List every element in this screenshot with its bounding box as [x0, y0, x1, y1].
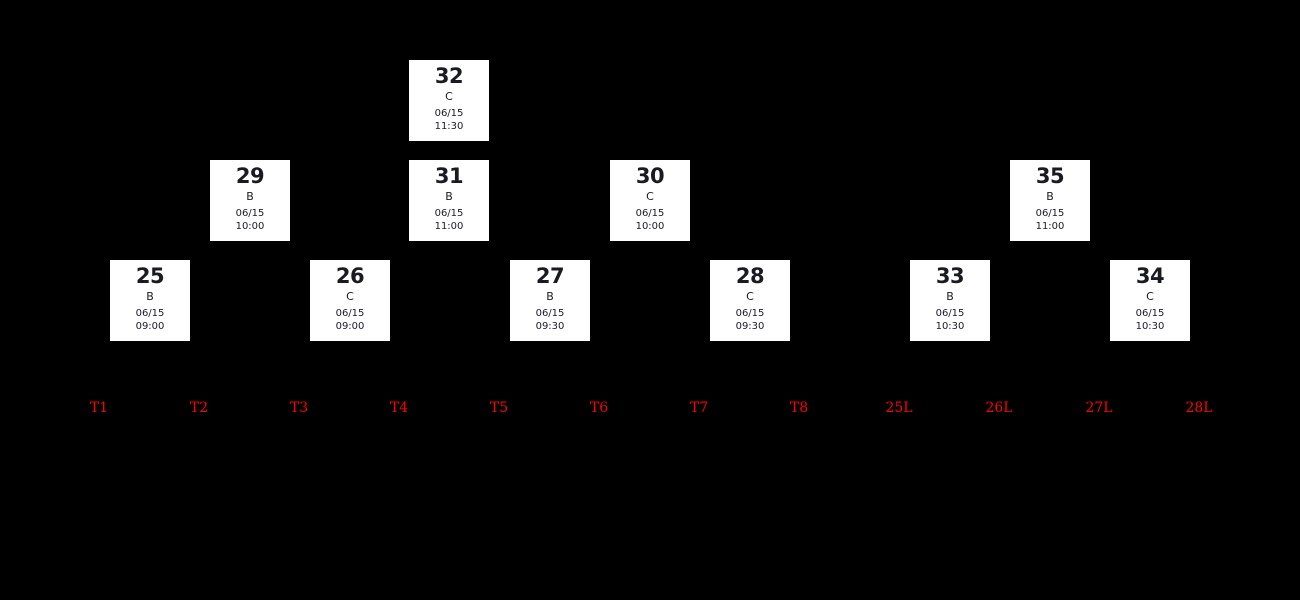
job-resource: B: [445, 190, 453, 203]
axis-tick-label: T3: [289, 400, 309, 416]
job-resource: B: [146, 290, 154, 303]
job-resource: B: [946, 290, 954, 303]
job-resource: B: [1046, 190, 1054, 203]
axis-tick-label: T5: [489, 400, 509, 416]
job-id: 34: [1135, 264, 1165, 288]
job-resource: C: [346, 290, 354, 303]
job-id: 35: [1035, 164, 1065, 188]
job-id: 32: [434, 64, 464, 88]
axis-tick-label: T1: [89, 400, 109, 416]
job-id: 29: [235, 164, 265, 188]
job-id: 26: [335, 264, 365, 288]
axis-tick-label: T7: [689, 400, 709, 416]
job-resource: B: [546, 290, 554, 303]
job-date: 06/15: [735, 308, 765, 319]
job-time: 10:30: [1135, 321, 1165, 332]
axis-tick-label: 28L: [1185, 400, 1213, 416]
job-date: 06/15: [1035, 208, 1065, 219]
job-time: 10:00: [635, 221, 665, 232]
job-time: 09:00: [135, 321, 165, 332]
axis-tick-label: T4: [389, 400, 409, 416]
job-resource: C: [646, 190, 654, 203]
axis-tick-label: 27L: [1085, 400, 1113, 416]
job-date: 06/15: [135, 308, 165, 319]
job-time: 09:30: [535, 321, 565, 332]
job-time: 11:00: [434, 221, 464, 232]
job-time: 11:30: [434, 121, 464, 132]
job-resource: C: [1146, 290, 1154, 303]
job-resource: C: [746, 290, 754, 303]
axis-tick-label: T6: [589, 400, 609, 416]
job-date: 06/15: [235, 208, 265, 219]
job-date: 06/15: [434, 108, 464, 119]
job-date: 06/15: [335, 308, 365, 319]
job-id: 30: [635, 164, 665, 188]
job-time: 11:00: [1035, 221, 1065, 232]
job-date: 06/15: [1135, 308, 1165, 319]
job-time: 09:30: [735, 321, 765, 332]
job-date: 06/15: [434, 208, 464, 219]
axis-tick-label: T2: [189, 400, 209, 416]
job-id: 27: [535, 264, 565, 288]
axis-tick-label: 25L: [885, 400, 913, 416]
axis-tick-label: T8: [789, 400, 809, 416]
job-id: 33: [935, 264, 965, 288]
job-date: 06/15: [535, 308, 565, 319]
job-id: 25: [135, 264, 165, 288]
job-id: 31: [434, 164, 464, 188]
job-date: 06/15: [635, 208, 665, 219]
job-date: 06/15: [935, 308, 965, 319]
job-time: 10:30: [935, 321, 965, 332]
job-resource: C: [445, 90, 453, 103]
job-time: 10:00: [235, 221, 265, 232]
job-resource: B: [246, 190, 254, 203]
axis-tick-label: 26L: [985, 400, 1013, 416]
job-id: 28: [735, 264, 765, 288]
job-time: 09:00: [335, 321, 365, 332]
